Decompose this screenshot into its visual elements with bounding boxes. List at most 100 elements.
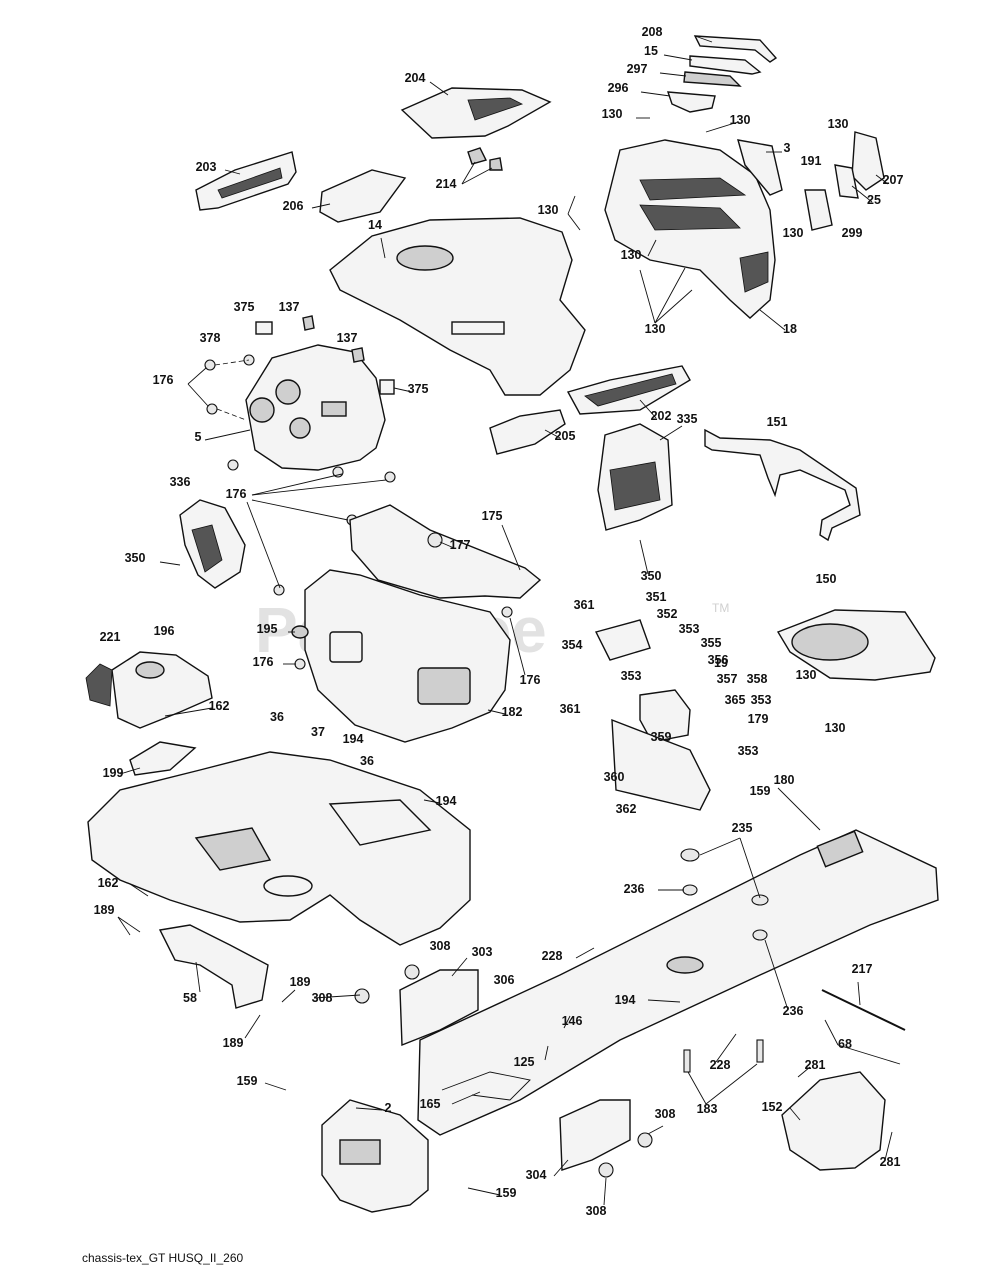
callout-359[interactable]: 359 — [651, 730, 672, 744]
callout-375[interactable]: 375 — [408, 382, 429, 396]
part-176-screws[interactable] — [204, 359, 513, 670]
part-25-light-socket[interactable] — [834, 164, 859, 199]
callout-194[interactable]: 194 — [343, 732, 364, 746]
callout-202[interactable]: 202 — [651, 409, 672, 423]
part-hood-front-nose[interactable] — [604, 139, 776, 319]
callout-130[interactable]: 130 — [621, 248, 642, 262]
callout-151[interactable]: 151 — [767, 415, 788, 429]
callout-189[interactable]: 189 — [94, 903, 115, 917]
part-14-hood[interactable] — [329, 217, 586, 396]
callout-375[interactable]: 375 — [234, 300, 255, 314]
part-150-deflector[interactable] — [776, 609, 936, 681]
part-203-side-vent-left[interactable] — [195, 151, 297, 211]
callout-203[interactable]: 203 — [196, 160, 217, 174]
part-308-nuts[interactable] — [354, 964, 653, 1178]
callout-205[interactable]: 205 — [555, 429, 576, 443]
part-199-plate[interactable] — [129, 741, 197, 776]
part-2-front-plate[interactable] — [321, 1099, 429, 1213]
callout-130[interactable]: 130 — [783, 226, 804, 240]
part-206-dash-insert[interactable] — [319, 169, 407, 223]
part-137-clip[interactable] — [302, 315, 365, 363]
callout-152[interactable]: 152 — [762, 1100, 783, 1114]
part-303-mount-bracket[interactable] — [399, 969, 479, 1047]
part-359-switch[interactable] — [639, 689, 691, 743]
part-208-headlight-lens[interactable] — [693, 35, 778, 63]
callout-159[interactable]: 159 — [496, 1186, 517, 1200]
callout-194[interactable]: 194 — [615, 993, 636, 1007]
callout-19[interactable]: 19 — [714, 656, 728, 670]
callout-204[interactable]: 204 — [405, 71, 426, 85]
callout-182[interactable]: 182 — [502, 705, 523, 719]
callout-214[interactable]: 214 — [436, 177, 457, 191]
callout-303[interactable]: 303 — [472, 945, 493, 959]
callout-365[interactable]: 365 — [725, 693, 746, 707]
callout-308[interactable]: 308 — [312, 991, 333, 1005]
callout-308[interactable]: 308 — [586, 1204, 607, 1218]
callout-179[interactable]: 179 — [748, 712, 769, 726]
callout-206[interactable]: 206 — [283, 199, 304, 213]
callout-18[interactable]: 18 — [783, 322, 797, 336]
callout-335[interactable]: 335 — [677, 412, 698, 426]
callout-336[interactable]: 336 — [170, 475, 191, 489]
callout-221[interactable]: 221 — [100, 630, 121, 644]
part-299-headlight[interactable] — [804, 189, 833, 231]
callout-130[interactable]: 130 — [645, 322, 666, 336]
part-180-main-frame[interactable] — [417, 829, 939, 1136]
callout-352[interactable]: 352 — [657, 607, 678, 621]
callout-130[interactable]: 130 — [730, 113, 751, 127]
part-196-fender-console[interactable] — [111, 651, 213, 729]
callout-150[interactable]: 150 — [816, 572, 837, 586]
callout-36[interactable]: 36 — [360, 754, 374, 768]
part-202-front-grille[interactable] — [566, 365, 691, 415]
callout-353[interactable]: 353 — [621, 669, 642, 683]
part-336-side-cover-left[interactable] — [179, 499, 246, 589]
callout-36[interactable]: 36 — [270, 710, 284, 724]
part-151-bracket[interactable] — [704, 428, 861, 542]
callout-37[interactable]: 37 — [311, 725, 325, 739]
callout-308[interactable]: 308 — [430, 939, 451, 953]
callout-228[interactable]: 228 — [542, 949, 563, 963]
callout-217[interactable]: 217 — [852, 962, 873, 976]
callout-361[interactable]: 361 — [560, 702, 581, 716]
part-235-236-bushings[interactable] — [680, 848, 769, 941]
part-335-side-cover-right[interactable] — [597, 423, 673, 531]
callout-358[interactable]: 358 — [747, 672, 768, 686]
callout-235[interactable]: 235 — [732, 821, 753, 835]
callout-25[interactable]: 25 — [867, 193, 881, 207]
callout-356[interactable]: 356 — [708, 653, 729, 667]
part-207-headlight-bracket[interactable] — [851, 131, 885, 191]
callout-183[interactable]: 183 — [697, 1102, 718, 1116]
callout-353[interactable]: 353 — [751, 693, 772, 707]
callout-58[interactable]: 58 — [183, 991, 197, 1005]
callout-177[interactable]: 177 — [450, 538, 471, 552]
callout-361[interactable]: 361 — [574, 598, 595, 612]
callout-176[interactable]: 176 — [153, 373, 174, 387]
callout-194[interactable]: 194 — [436, 794, 457, 808]
callout-296[interactable]: 296 — [608, 81, 629, 95]
callout-350[interactable]: 350 — [125, 551, 146, 565]
callout-137[interactable]: 137 — [279, 300, 300, 314]
part-354-plate[interactable] — [594, 619, 651, 661]
callout-196[interactable]: 196 — [154, 624, 175, 638]
callout-5[interactable]: 5 — [195, 430, 202, 444]
callout-159[interactable]: 159 — [750, 784, 771, 798]
callout-360[interactable]: 360 — [604, 770, 625, 784]
part-3-side-lens[interactable] — [737, 139, 783, 196]
callout-130[interactable]: 130 — [825, 721, 846, 735]
part-37-fender[interactable] — [87, 751, 471, 946]
callout-162[interactable]: 162 — [209, 699, 230, 713]
part-165-rod[interactable] — [441, 1071, 531, 1101]
part-175-dash-bracket[interactable] — [349, 504, 542, 599]
callout-137[interactable]: 137 — [337, 331, 358, 345]
callout-189[interactable]: 189 — [223, 1036, 244, 1050]
part-183-bolts[interactable] — [683, 1039, 764, 1073]
callout-159[interactable]: 159 — [237, 1074, 258, 1088]
part-297-lens-insert[interactable] — [683, 71, 742, 87]
callout-176[interactable]: 176 — [253, 655, 274, 669]
part-375-knob[interactable] — [255, 321, 395, 395]
callout-353[interactable]: 353 — [679, 622, 700, 636]
callout-207[interactable]: 207 — [883, 173, 904, 187]
callout-236[interactable]: 236 — [624, 882, 645, 896]
part-152-pan[interactable] — [781, 1071, 886, 1171]
callout-162[interactable]: 162 — [98, 876, 119, 890]
